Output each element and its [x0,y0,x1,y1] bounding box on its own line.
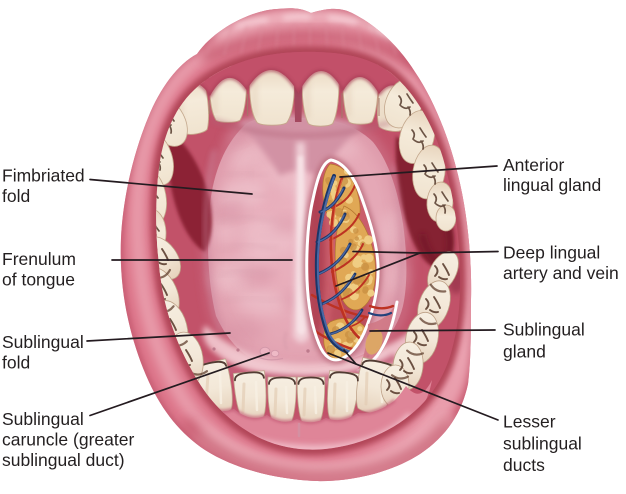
svg-text:caruncle (greater: caruncle (greater [2,430,134,450]
svg-text:Anterior: Anterior [503,155,564,175]
svg-text:fold: fold [2,186,30,206]
svg-text:Frenulum: Frenulum [2,249,76,269]
svg-text:Fimbriated: Fimbriated [2,166,85,186]
svg-text:sublingual duct): sublingual duct) [2,450,125,470]
svg-text:Lesser: Lesser [503,412,556,432]
svg-text:Deep lingual: Deep lingual [503,243,600,263]
svg-text:artery and vein: artery and vein [503,263,619,283]
svg-text:of tongue: of tongue [2,270,75,290]
svg-text:Sublingual: Sublingual [503,320,585,340]
svg-text:Sublingual: Sublingual [2,409,84,429]
svg-text:ducts: ducts [503,455,545,475]
svg-text:lingual gland: lingual gland [503,175,601,195]
svg-text:Sublingual: Sublingual [2,332,84,352]
svg-text:sublingual: sublingual [503,434,582,454]
svg-text:fold: fold [2,353,30,373]
svg-text:gland: gland [503,342,546,362]
